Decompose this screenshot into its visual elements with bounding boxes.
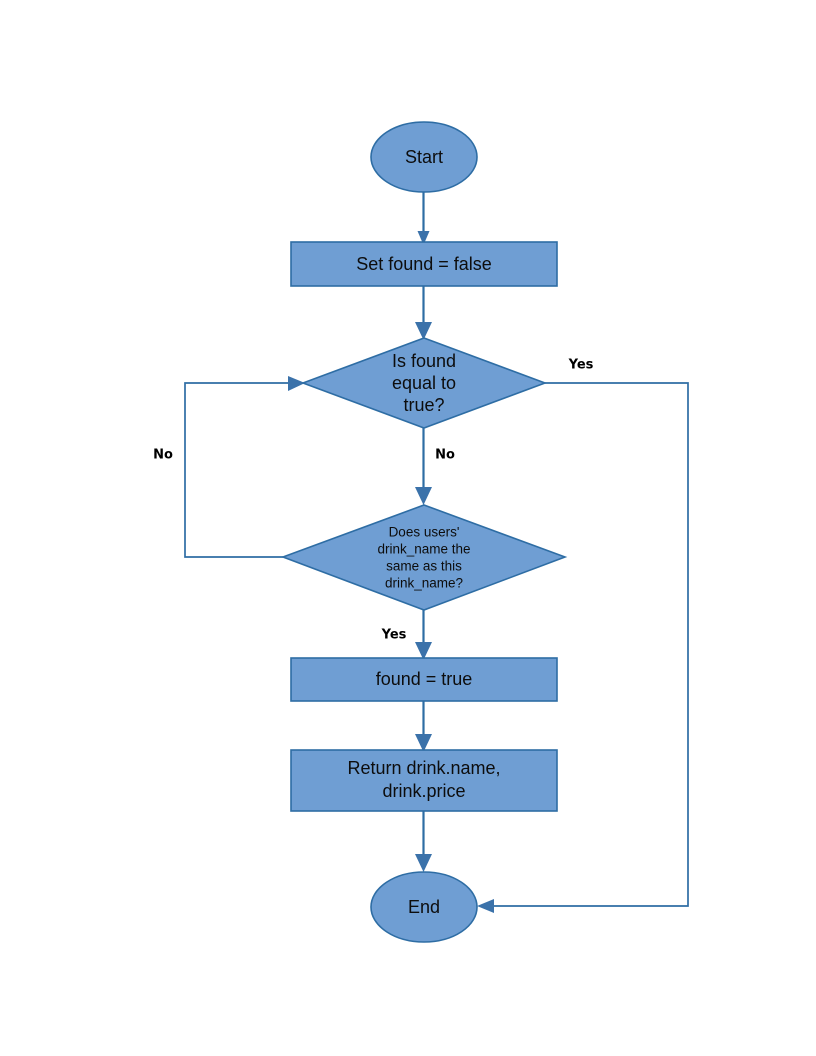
edge-is-found-no-to-drink-match: [415, 428, 432, 505]
node-drink-name-match[interactable]: Does users' drink_name the same as this …: [280, 504, 568, 611]
arrow-head-icon: [415, 854, 432, 872]
node-label-drink-match-line-4: drink_name?: [385, 576, 463, 591]
node-label-drink-match-line-1: Does users': [389, 525, 460, 540]
arrow-head-icon: [415, 642, 432, 660]
arrow-head-icon: [415, 734, 432, 752]
node-label-end: End: [408, 897, 440, 917]
is-found-diamond: [300, 337, 548, 429]
node-start[interactable]: Start: [370, 121, 478, 193]
node-is-found-equal-true[interactable]: Is found equal to true?: [300, 337, 548, 429]
arrow-head-icon: [415, 487, 432, 505]
node-set-found-false[interactable]: Set found = false: [290, 241, 558, 287]
edge-drink-match-no-loop-back: [184, 376, 305, 558]
drink-name-match-diamond: [280, 504, 568, 611]
node-label-return-line-1: Return drink.name,: [347, 758, 500, 778]
edge-start-to-set-found-false: [417, 192, 430, 245]
node-label-set-found-false: Set found = false: [356, 254, 492, 274]
edge-label-drink-match-no: No: [153, 448, 173, 463]
arrow-head-icon: [288, 376, 305, 391]
arrow-head-icon: [415, 322, 432, 340]
edge-label-is-found-no: No: [435, 448, 455, 463]
start-ellipse: [370, 121, 478, 193]
node-label-found-true: found = true: [376, 669, 473, 689]
edge-set-found-false-to-is-found: [415, 286, 432, 340]
node-label-drink-match-line-2: drink_name the: [377, 542, 470, 557]
edge-drink-match-yes-to-found-true: [415, 610, 432, 660]
edge-return-to-end: [415, 811, 432, 872]
edge-line: [489, 382, 689, 907]
arrow-head-icon: [417, 231, 430, 245]
node-label-return-line-2: drink.price: [382, 781, 465, 801]
edge-is-found-yes-to-end: [477, 382, 689, 913]
edge-label-is-found-yes: Yes: [568, 358, 594, 373]
end-ellipse: [370, 871, 478, 943]
set-found-false-rect: [290, 241, 558, 287]
node-found-true[interactable]: found = true: [290, 657, 558, 702]
node-return-drink[interactable]: Return drink.name, drink.price: [290, 749, 558, 812]
edge-label-drink-match-yes: Yes: [381, 628, 407, 643]
return-drink-rect: [290, 749, 558, 812]
node-end[interactable]: End: [370, 871, 478, 943]
node-label-is-found-line-2: equal to: [392, 373, 456, 393]
node-label-is-found-line-1: Is found: [392, 351, 456, 371]
node-label-is-found-line-3: true?: [403, 395, 444, 415]
edge-found-true-to-return: [415, 701, 432, 752]
edge-line: [184, 382, 292, 558]
arrow-head-icon: [477, 899, 494, 913]
node-label-drink-match-line-3: same as this: [386, 559, 462, 574]
found-true-rect: [290, 657, 558, 702]
node-label-start: Start: [405, 147, 443, 167]
